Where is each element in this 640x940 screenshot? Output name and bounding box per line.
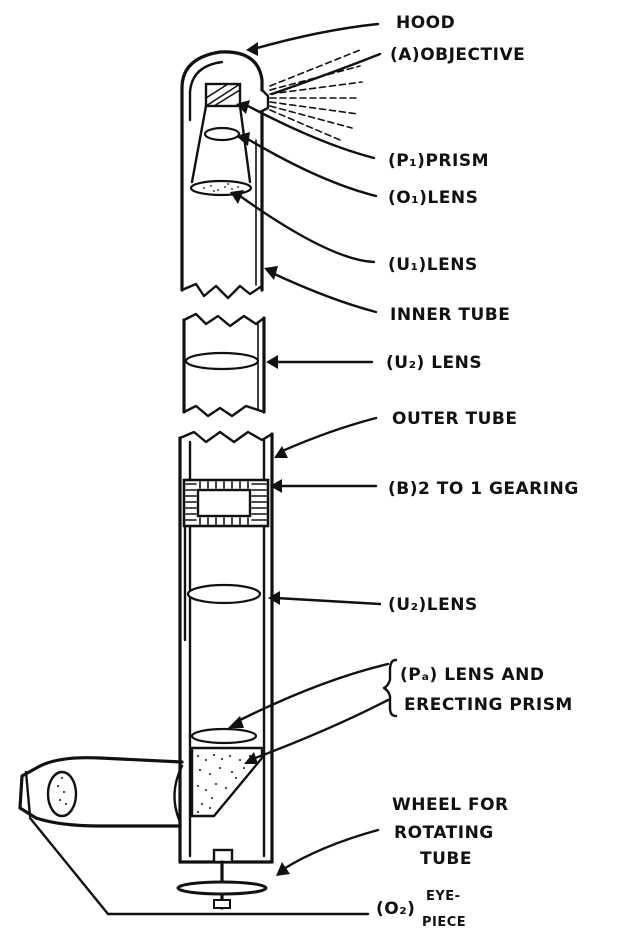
leader-lines: [234, 22, 390, 872]
incoming-light-rays: [269, 49, 363, 141]
lens-o1: [203, 126, 241, 142]
label-prism-p1: (P₁)PRISM: [388, 151, 489, 171]
hood-side-lip: [258, 88, 270, 114]
middle-tube-section: [182, 312, 266, 418]
label-erecting-line1: (Pₐ) LENS AND: [400, 665, 545, 685]
arrowheads: [228, 42, 290, 876]
erecting-prism: [190, 746, 264, 818]
eyepiece-arm: [18, 756, 370, 916]
label-lens-o1: (O₁)LENS: [388, 188, 478, 208]
middle-tube-top-break: [182, 312, 266, 328]
wheel-nut: [213, 899, 231, 909]
label-gearing: (B)2 TO 1 GEARING: [388, 479, 579, 499]
label-wheel-line2: ROTATING: [394, 823, 494, 843]
label-erecting-line2: ERECTING PRISM: [404, 695, 573, 715]
light-cone-left: [190, 104, 208, 184]
eyepiece-cap: [18, 764, 42, 820]
label-inner-tube: INNER TUBE: [390, 305, 510, 325]
pa-label-bracket: [382, 658, 398, 718]
lens-u1-stipple: [203, 183, 239, 192]
label-hood: HOOD: [396, 13, 455, 33]
hood-outline: [180, 50, 264, 142]
hood-inner-lip: [188, 60, 224, 122]
label-eyepiece-line2: PIECE: [422, 915, 466, 930]
wheel-hub: [212, 848, 234, 864]
eyepiece-tube-bottom: [34, 816, 182, 828]
eyepiece-junction-lens: [173, 764, 184, 824]
eyepiece-base-line: [28, 816, 370, 916]
lens-u2-lower: [186, 583, 262, 605]
lower-tube-top-break: [178, 430, 274, 444]
middle-tube-bottom-break: [182, 404, 266, 418]
eyepiece-rim: [24, 770, 32, 818]
label-lens-u2-upper: (U₂) LENS: [386, 353, 482, 373]
label-outer-tube: OUTER TUBE: [392, 409, 517, 429]
erecting-prism-stipple: [197, 754, 251, 813]
eyepiece-tube-top: [38, 756, 184, 768]
label-lens-u1: (U₁)LENS: [388, 255, 478, 275]
eyepiece-lens-stipple: [57, 777, 67, 805]
eyepiece-lens-o2: [46, 770, 78, 818]
gearing-b: [182, 478, 270, 528]
label-lens-u2-lower: (U₂)LENS: [388, 595, 478, 615]
labels: HOOD (A)OBJECTIVE (P₁)PRISM (O₁)LENS (U₁…: [376, 13, 579, 930]
label-eyepiece-prefix: (O₂): [376, 899, 415, 919]
prism-p1-hatch: [205, 83, 241, 107]
wheel: [176, 880, 268, 896]
lens-u2-upper: [184, 351, 260, 371]
lower-tube-section: [176, 430, 274, 910]
label-eyepiece-line1: EYE-: [426, 889, 461, 904]
label-wheel-line1: WHEEL FOR: [392, 795, 509, 815]
light-cone-right: [238, 104, 252, 184]
upper-tube-section: [180, 49, 363, 300]
label-objective: (A)OBJECTIVE: [390, 45, 525, 65]
label-wheel-line3: TUBE: [420, 849, 472, 869]
upper-tube-break: [180, 282, 264, 300]
lens-pa: [190, 727, 258, 745]
